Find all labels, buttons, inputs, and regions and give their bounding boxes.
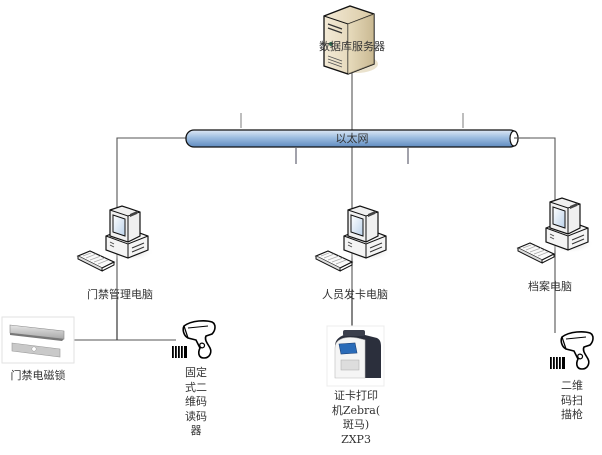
- server-label: 数据库服务器: [319, 40, 385, 53]
- fixed-reader-label-line: 固定: [185, 366, 207, 379]
- printer-label: 证卡打印 机Zebra( 斑马) ZXP3: [318, 389, 394, 447]
- handheld-scanner-label-line: 二维: [561, 379, 583, 392]
- ethernet-label: 以太网: [335, 132, 369, 145]
- printer-label-line: ZXP3: [341, 432, 371, 446]
- magnetic-lock[interactable]: [1, 316, 75, 364]
- ethernet-backbone[interactable]: [185, 129, 530, 148]
- maglock-label: 门禁电磁锁: [10, 369, 66, 382]
- access-pc-label: 门禁管理电脑: [87, 288, 153, 301]
- printer-label-line: 斑马): [342, 418, 370, 431]
- fixed-reader-label: 固定 式二 维码 读码 器: [176, 366, 216, 439]
- fixed-reader-label-line: 读码: [185, 409, 207, 423]
- printer-label-line: 证卡打印: [334, 389, 378, 402]
- maglock-frame: [1, 316, 75, 364]
- handheld-qr-scanner[interactable]: [549, 331, 594, 370]
- fixed-qr-reader[interactable]: [171, 320, 216, 359]
- desktop-computer-icon: [517, 197, 595, 264]
- archive-pc-link-line: [518, 137, 556, 333]
- barcode-scanner-icon: [549, 331, 594, 370]
- card-printer[interactable]: [326, 325, 385, 387]
- access-control-pc[interactable]: [77, 205, 155, 272]
- desktop-computer-icon: [77, 205, 155, 272]
- barcode-scanner-icon: [171, 320, 216, 359]
- fixed-reader-label-line: 器: [190, 424, 202, 437]
- access-pc-link-line: [116, 137, 188, 340]
- handheld-scanner-label-line: 码扫: [561, 393, 583, 407]
- fixed-reader-label-line: 维码: [185, 395, 207, 408]
- desktop-computer-icon: [315, 205, 393, 272]
- handheld-scanner-label-line: 描枪: [561, 408, 583, 421]
- database-server[interactable]: [323, 5, 378, 75]
- card-issuing-pc[interactable]: [315, 205, 393, 272]
- fixed-reader-label-line: 式二: [185, 380, 207, 394]
- printer-label-line: 机Zebra(: [331, 403, 381, 417]
- card-pc-label: 人员发卡电脑: [322, 288, 388, 301]
- archive-pc[interactable]: [517, 197, 595, 264]
- handheld-scanner-label: 二维 码扫 描枪: [552, 379, 592, 423]
- archive-pc-label: 档案电脑: [528, 280, 572, 293]
